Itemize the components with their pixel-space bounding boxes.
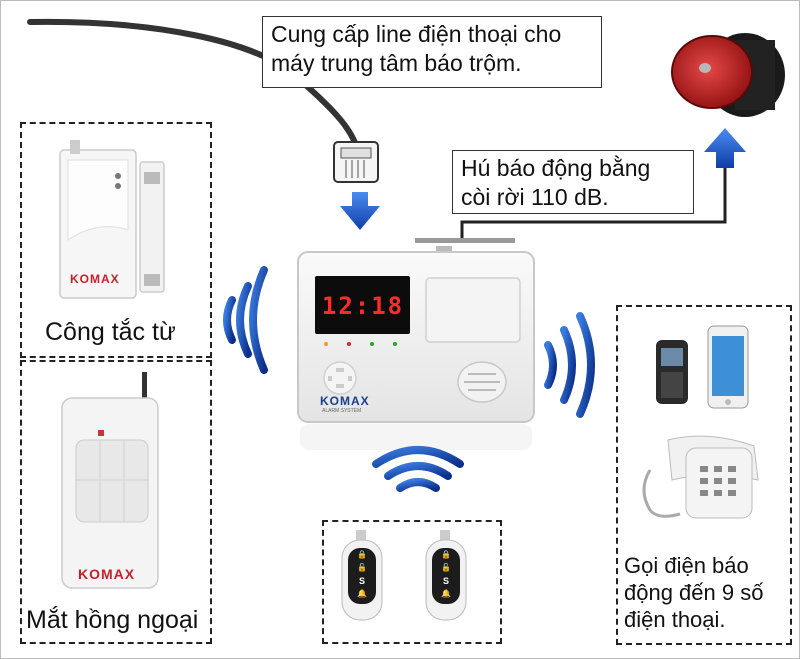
panel-display: 12:18 (321, 292, 405, 320)
remote-button-lock: 🔒 (441, 550, 451, 559)
remote-button-bell: 🔔 (441, 589, 451, 598)
remote-button-s: S (442, 576, 449, 586)
remote-button-unlock: 🔓 (357, 563, 367, 572)
mobile-phone-icon (656, 340, 688, 404)
wireless-signal-bottom-icon (372, 446, 464, 492)
phones-box (616, 305, 792, 645)
arrow-up-icon (704, 128, 746, 168)
pir-sensor-label: Mắt hồng ngoại (26, 606, 199, 634)
door-sensor-label: Công tắc từ (45, 318, 176, 346)
pir-sensor-icon (61, 372, 159, 589)
remotes-box (322, 520, 502, 644)
wireless-signal-left-icon (223, 266, 268, 374)
remote-button-s: S (358, 576, 365, 586)
panel-subtitle: ALARM SYSTEM (322, 408, 362, 414)
remote-control-icon (341, 530, 383, 621)
smartphone-icon (707, 325, 749, 409)
desk-phone-icon (642, 435, 759, 519)
arrow-down-icon (340, 192, 380, 230)
rj11-connector-icon (333, 141, 379, 183)
siren-callout: Hú báo động bằng còi rời 110 dB. (452, 150, 694, 214)
remote-buttons-right: 🔒 🔓 S 🔔 (436, 550, 456, 602)
pir-sensor-box (20, 360, 212, 644)
alarm-panel (297, 238, 535, 450)
wireless-signal-right-icon (544, 312, 595, 418)
door-sensor-brand: KOMAX (70, 272, 120, 286)
pir-sensor-brand: KOMAX (78, 566, 136, 582)
remote-button-lock: 🔒 (357, 550, 367, 559)
phone-line-callout: Cung cấp line điện thoại cho máy trung t… (262, 16, 602, 88)
door-sensor-box (20, 122, 212, 358)
siren-icon (671, 33, 785, 117)
panel-brand: KOMAX (320, 394, 370, 408)
remote-buttons-left: 🔒 🔓 S 🔔 (352, 550, 372, 602)
remote-control-icon (425, 530, 467, 621)
remote-button-bell: 🔔 (357, 589, 367, 598)
siren-wire (460, 168, 727, 238)
door-sensor-icon (59, 140, 165, 299)
phones-label: Gọi điện báo động đến 9 số điện thoại. (624, 553, 764, 632)
remote-button-unlock: 🔓 (441, 563, 451, 572)
